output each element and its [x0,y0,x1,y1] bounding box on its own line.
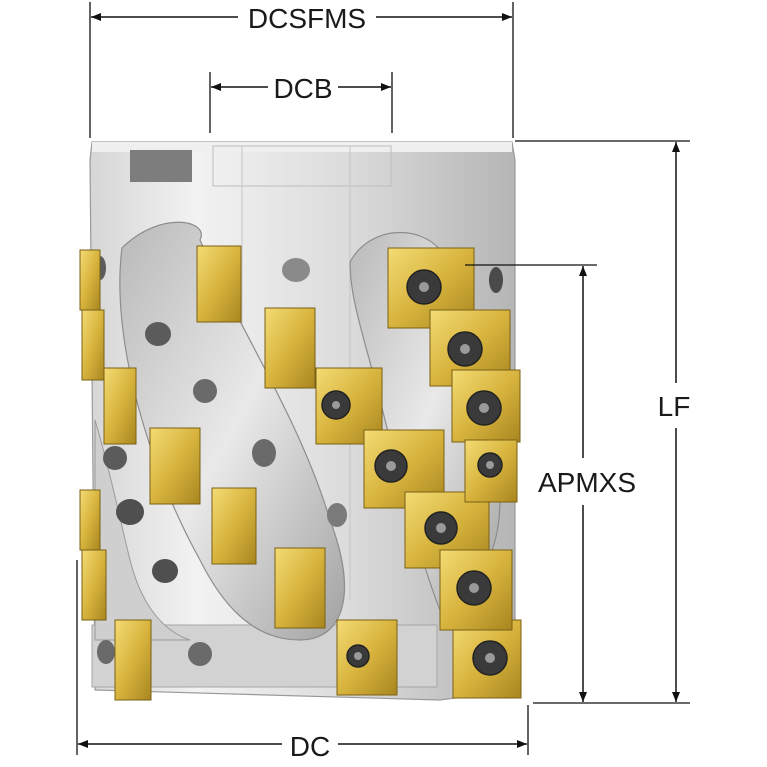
insert [196,245,242,323]
insert [79,489,101,551]
dc-label: DC [290,731,330,762]
torx-screw-icons [321,269,508,676]
insert [149,427,201,505]
insert [439,549,513,631]
insert [79,249,101,311]
dcsfms-label: DCSFMS [248,3,366,34]
insert [81,549,107,621]
lf-label: LF [658,391,691,422]
insert [114,619,152,701]
dimension-lines [78,13,680,748]
insert [103,367,137,445]
insert [264,307,316,389]
insert [81,309,105,381]
insert [211,487,257,565]
dimension-labels: DCSFMS DCB LF APMXS DC [248,3,690,762]
drive-slot [130,150,192,182]
insert [274,547,326,629]
dcb-label: DCB [273,73,332,104]
extension-lines [76,2,690,755]
apmxs-label: APMXS [538,467,636,498]
